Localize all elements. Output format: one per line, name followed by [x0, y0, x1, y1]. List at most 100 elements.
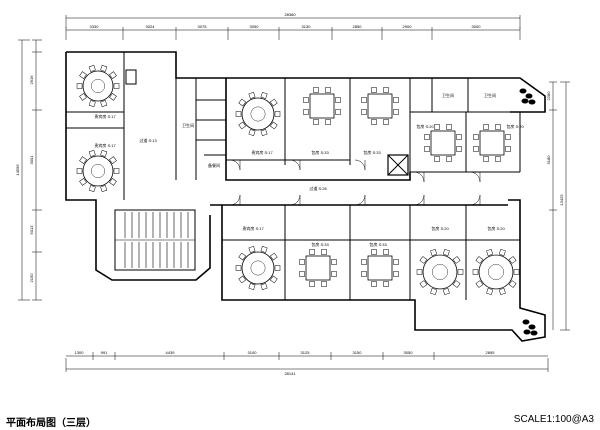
room-label: 卫生间	[182, 122, 194, 128]
chair	[335, 109, 341, 115]
room-label: 贵宾房 S:17	[94, 142, 116, 148]
dim-left-seg: 3001	[29, 155, 34, 165]
chair	[456, 134, 462, 140]
chair	[446, 156, 452, 162]
round-table	[235, 91, 281, 137]
chair	[321, 281, 327, 287]
dim-left-total: 14556	[15, 164, 20, 176]
drawing-caption: 平面布局图（三层）	[6, 418, 96, 429]
room-label: 过道 S:26	[309, 185, 327, 191]
chair	[452, 280, 461, 288]
dim-top-seg: 3330	[90, 24, 100, 29]
room-label: 贵宾房 S:17	[251, 149, 273, 155]
chair	[100, 149, 108, 157]
square-table	[424, 124, 462, 162]
room-label: 贵宾房 S:17	[242, 225, 264, 231]
chair	[79, 93, 87, 101]
chair	[238, 275, 247, 284]
chair	[498, 288, 506, 295]
dim-left-seg: 5013	[29, 225, 34, 235]
chair	[109, 178, 117, 186]
dim-top-seg: 3000	[472, 24, 482, 29]
room-label: 包房 S:20	[487, 225, 505, 231]
chair	[238, 121, 247, 130]
chair	[383, 249, 389, 255]
chair	[505, 134, 511, 140]
chair	[109, 93, 117, 101]
chair	[79, 71, 87, 79]
chair	[486, 288, 494, 295]
dining-tables	[76, 64, 520, 295]
chair	[248, 283, 256, 291]
square-table	[473, 124, 511, 162]
chair	[452, 256, 461, 264]
room-label: 贵宾房 S:17	[94, 113, 116, 119]
room-label: 卫生间	[484, 92, 496, 98]
chair	[508, 280, 517, 288]
chair	[393, 97, 399, 103]
dim-bottom-seg: 4439	[166, 350, 176, 355]
chair	[113, 168, 120, 174]
staircase	[114, 209, 196, 271]
round-table	[416, 249, 464, 295]
square-table	[361, 249, 399, 287]
dim-left-seg: 2150	[29, 273, 34, 283]
chair	[456, 146, 462, 152]
room-label: 包房 S:20	[431, 225, 449, 231]
planters	[519, 88, 538, 336]
chair	[442, 249, 450, 256]
chair	[325, 87, 331, 93]
chair	[248, 91, 256, 99]
chair	[335, 97, 341, 103]
chair	[100, 64, 108, 72]
chair	[299, 271, 305, 277]
exterior-walls	[65, 51, 546, 342]
dim-top-seg: 3075	[198, 24, 208, 29]
chair	[442, 288, 450, 295]
chair	[361, 97, 367, 103]
dim-bottom-seg: 991	[101, 350, 108, 355]
chair	[434, 124, 440, 130]
chair	[109, 71, 117, 79]
room-label: 包房 S:33	[363, 149, 381, 155]
chair	[361, 259, 367, 265]
chair	[269, 121, 278, 130]
dim-top-seg: 2900	[403, 24, 413, 29]
room-label: 过道 S:13	[139, 137, 157, 143]
chair	[331, 271, 337, 277]
chair	[498, 249, 506, 256]
room-label: 备餐间	[208, 162, 220, 168]
chair	[88, 149, 96, 157]
chair	[457, 269, 464, 275]
room-labels: 贵宾房 S:17 贵宾房 S:17 过道 S:13 卫生间 备餐间 贵宾房 S:…	[94, 92, 524, 247]
chair	[424, 134, 430, 140]
round-table	[76, 149, 120, 193]
chair	[238, 252, 247, 261]
room-label: 包房 S:33	[311, 241, 329, 247]
dim-right-total: 13425	[559, 194, 564, 206]
chair	[313, 119, 319, 125]
chair	[269, 98, 278, 107]
dim-bottom-seg: 3100	[248, 350, 258, 355]
dim-bottom-seg: 2895	[486, 350, 496, 355]
chair	[313, 87, 319, 93]
chair	[76, 168, 83, 174]
chair	[321, 249, 327, 255]
chair	[495, 124, 501, 130]
chair	[79, 178, 87, 186]
chair	[383, 281, 389, 287]
chair	[508, 256, 517, 264]
chair	[235, 111, 242, 117]
chair	[331, 259, 337, 265]
chair	[309, 249, 315, 255]
chair	[505, 146, 511, 152]
dimension-labels: 28360 3330 3024 3075 3050 3130 2850 2900…	[15, 12, 564, 376]
room-label: 包房 S:33	[369, 241, 387, 247]
chair	[430, 249, 438, 256]
chair	[424, 146, 430, 152]
chair	[88, 185, 96, 193]
chair	[299, 259, 305, 265]
chair	[475, 280, 484, 288]
door-swings	[229, 159, 481, 206]
dim-bottom-total: 28141	[284, 371, 296, 376]
